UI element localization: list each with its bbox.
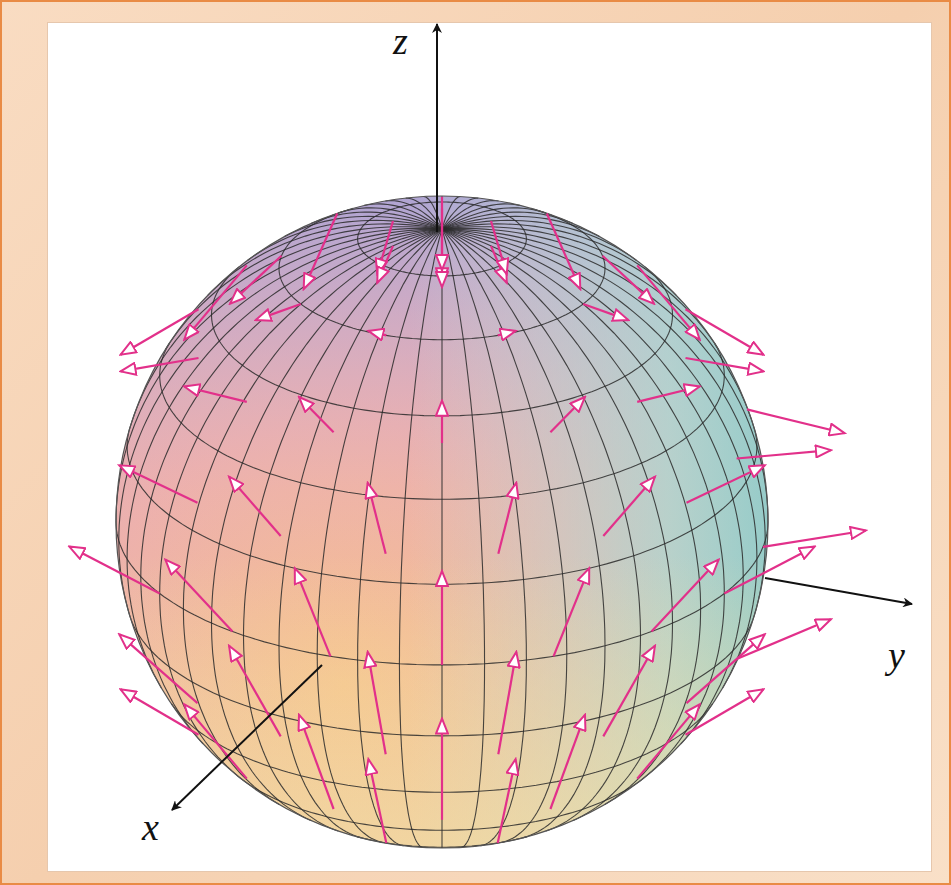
field-vector [737, 619, 831, 659]
grid-line [442, 204, 520, 229]
field-vector [550, 397, 585, 432]
field-vector [304, 214, 338, 290]
grid-line [442, 229, 765, 616]
z-axis [436, 24, 438, 232]
field-vector [368, 331, 386, 336]
grid-line [442, 229, 605, 838]
field-vector [441, 401, 443, 443]
grid-line [442, 229, 485, 847]
field-vector [491, 221, 507, 274]
grid-line [244, 229, 443, 831]
grid-line [442, 229, 743, 744]
grid-line [119, 229, 442, 616]
field-vector [687, 634, 765, 703]
field-vector [368, 759, 386, 843]
field-vector [256, 304, 301, 320]
grid-line [442, 229, 701, 805]
field-vector [724, 547, 814, 594]
grid-line [442, 224, 676, 295]
field-vector [368, 483, 386, 554]
field-vector [498, 331, 516, 336]
grid-line [442, 229, 526, 846]
field-vector [686, 689, 764, 734]
field-vector [554, 568, 590, 656]
field-vector [230, 256, 281, 304]
field-vector [603, 477, 655, 536]
field-vector [747, 409, 845, 433]
grid-line [442, 229, 757, 688]
field-vector [299, 715, 334, 809]
field-vector [637, 387, 700, 402]
grid-line [183, 229, 442, 805]
field-vector [229, 477, 281, 536]
field-vector [603, 646, 655, 737]
field-vector [121, 689, 199, 734]
field-vector [368, 652, 386, 754]
field-vector [547, 214, 581, 290]
sphere-outline [116, 196, 768, 848]
grid-line [442, 229, 768, 522]
grid-line [442, 197, 460, 230]
field-vector [686, 309, 764, 354]
grid-line [442, 229, 673, 821]
field-vector [295, 568, 331, 656]
field-vector [184, 265, 247, 339]
y-axis [765, 578, 912, 604]
field-vector [299, 397, 334, 432]
field-vector [498, 759, 516, 843]
grid-line [442, 228, 754, 428]
field-vector [184, 387, 247, 402]
field-vector [121, 358, 199, 371]
field-vector [377, 246, 393, 283]
field-vector [652, 560, 719, 632]
grid-line [442, 216, 599, 236]
field-vector [687, 465, 765, 502]
x-axis [172, 665, 322, 810]
grid-line [127, 229, 442, 688]
field-vector [441, 571, 443, 665]
field-vector [119, 465, 197, 502]
grid-line [358, 229, 442, 846]
field-vector [441, 719, 443, 820]
grid-line [279, 229, 442, 838]
axis-label: x [142, 808, 159, 846]
field-vector [441, 209, 443, 270]
grid-line [442, 229, 641, 831]
grid-line [141, 229, 442, 744]
field-vector [637, 265, 700, 339]
sphere-shading [116, 196, 768, 848]
field-vector [69, 547, 159, 594]
field-vector [583, 304, 628, 320]
field-vector [121, 309, 199, 354]
axis-label: z [393, 22, 408, 60]
field-vector [498, 652, 516, 754]
field-vector [737, 450, 831, 458]
grid-line [212, 229, 443, 821]
field-vector [686, 358, 764, 371]
sphere-shading [116, 196, 768, 848]
field-vector [229, 646, 281, 737]
axis-label: y [888, 636, 905, 674]
grid-line [442, 229, 567, 843]
field-vector [119, 634, 197, 703]
grid-line [399, 229, 442, 847]
grid-line [441, 229, 442, 848]
field-vector [165, 560, 232, 632]
field-vector [550, 715, 585, 809]
field-vector [498, 483, 516, 554]
field-vector [763, 531, 866, 547]
grid-line [116, 229, 442, 522]
sphere-shading [116, 196, 768, 848]
sphere-shading [116, 196, 768, 848]
field-vector [637, 704, 700, 778]
field-vector [603, 256, 654, 304]
grid-line [130, 228, 442, 428]
grid-line [442, 201, 499, 229]
